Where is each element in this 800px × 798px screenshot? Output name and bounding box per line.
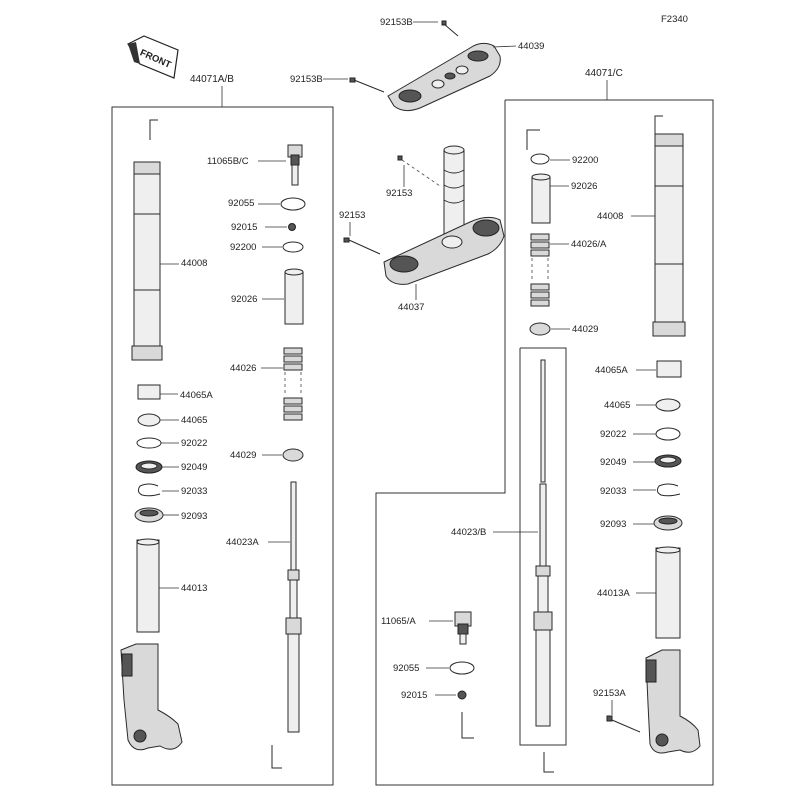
left-dust-seal <box>134 507 164 523</box>
left-oring <box>280 197 306 211</box>
right-dust-seal <box>653 515 683 531</box>
front-arrow-icon: FRONT <box>127 35 179 79</box>
label-44037: 44037 <box>398 302 424 313</box>
label-right-92055: 92055 <box>393 663 419 674</box>
right-oring <box>449 661 475 675</box>
label-right-92093: 92093 <box>600 519 626 530</box>
label-left-92093: 92093 <box>181 511 207 522</box>
label-right-92153a: 92153A <box>593 688 626 699</box>
upper-bracket <box>387 42 501 112</box>
label-right-92022: 92022 <box>600 429 626 440</box>
label-left-92055: 92055 <box>228 198 254 209</box>
left-assembly-frame <box>111 106 334 786</box>
label-right-92033: 92033 <box>600 486 626 497</box>
label-92153b-b: 92153B <box>290 74 323 85</box>
left-cap-bolt <box>287 144 303 186</box>
right-guide-bush-b <box>655 398 681 412</box>
lower-bolt-a <box>397 155 441 187</box>
label-right-92026: 92026 <box>571 181 597 192</box>
label-92153-a: 92153 <box>386 188 412 199</box>
label-left-92049: 92049 <box>181 462 207 473</box>
left-washer <box>136 437 162 449</box>
label-92153b-a: 92153B <box>380 17 413 28</box>
upper-bolt-b <box>349 77 385 93</box>
label-left-44008: 44008 <box>181 258 207 269</box>
left-cartridge <box>271 481 302 769</box>
label-92153-b: 92153 <box>339 210 365 221</box>
right-nut <box>457 690 474 739</box>
label-left-44065: 44065 <box>181 415 207 426</box>
right-ring <box>526 129 550 165</box>
left-assembly-label: 44071A/B <box>190 74 234 85</box>
label-left-92022: 92022 <box>181 438 207 449</box>
label-left-44023a: 44023A <box>226 537 259 548</box>
right-inner-tube <box>645 546 701 754</box>
lower-bracket <box>383 145 505 285</box>
label-right-11065a: 11065/A <box>381 616 416 627</box>
right-spring <box>530 233 550 307</box>
label-right-92049: 92049 <box>600 457 626 468</box>
right-cartridge <box>533 359 554 773</box>
left-spring <box>283 347 303 421</box>
left-outer-tube <box>131 119 163 361</box>
left-guide-bush-a <box>137 384 161 400</box>
label-left-92033: 92033 <box>181 486 207 497</box>
left-circlip <box>137 483 161 497</box>
lower-bolt-b <box>343 237 381 255</box>
left-guide-bush-b <box>137 413 161 427</box>
right-outer-tube <box>652 115 686 337</box>
label-right-44026a: 44026/A <box>571 239 607 250</box>
upper-bolt-a <box>441 20 459 37</box>
right-washer <box>655 427 681 441</box>
right-cartridge-frame <box>519 347 567 746</box>
label-right-44008: 44008 <box>597 211 623 222</box>
right-circlip <box>656 483 681 497</box>
label-left-92015: 92015 <box>231 222 257 233</box>
left-oil-seal <box>135 460 163 474</box>
label-left-44013: 44013 <box>181 583 207 594</box>
right-assembly-frame <box>375 99 714 786</box>
label-left-44026: 44026 <box>230 363 256 374</box>
label-44039: 44039 <box>518 41 544 52</box>
label-right-44065a: 44065A <box>595 365 628 376</box>
right-collar <box>529 322 551 336</box>
right-spacer <box>531 173 551 224</box>
left-spacer <box>284 268 304 325</box>
left-collar <box>282 448 304 462</box>
label-right-92200: 92200 <box>572 155 598 166</box>
label-left-44065a: 44065A <box>180 390 213 401</box>
label-right-44023b: 44023/B <box>451 527 486 538</box>
right-guide-bush-a <box>656 360 682 378</box>
figure-code: F2340 <box>661 14 688 25</box>
label-right-44013a: 44013A <box>597 588 630 599</box>
label-left-92026: 92026 <box>231 294 257 305</box>
right-cap-bolt <box>454 611 472 645</box>
left-ring <box>282 241 304 253</box>
label-left-44029: 44029 <box>230 450 256 461</box>
label-left-92200: 92200 <box>230 242 256 253</box>
label-right-44065: 44065 <box>604 400 630 411</box>
label-right-92015: 92015 <box>401 690 427 701</box>
right-oil-seal <box>654 454 682 468</box>
left-nut <box>288 223 296 231</box>
left-inner-tube <box>120 538 183 751</box>
label-right-44029: 44029 <box>572 324 598 335</box>
label-left-11065bc: 11065B/C <box>207 156 249 167</box>
right-axle-bolt <box>606 715 641 733</box>
right-assembly-label: 44071/C <box>585 68 623 79</box>
